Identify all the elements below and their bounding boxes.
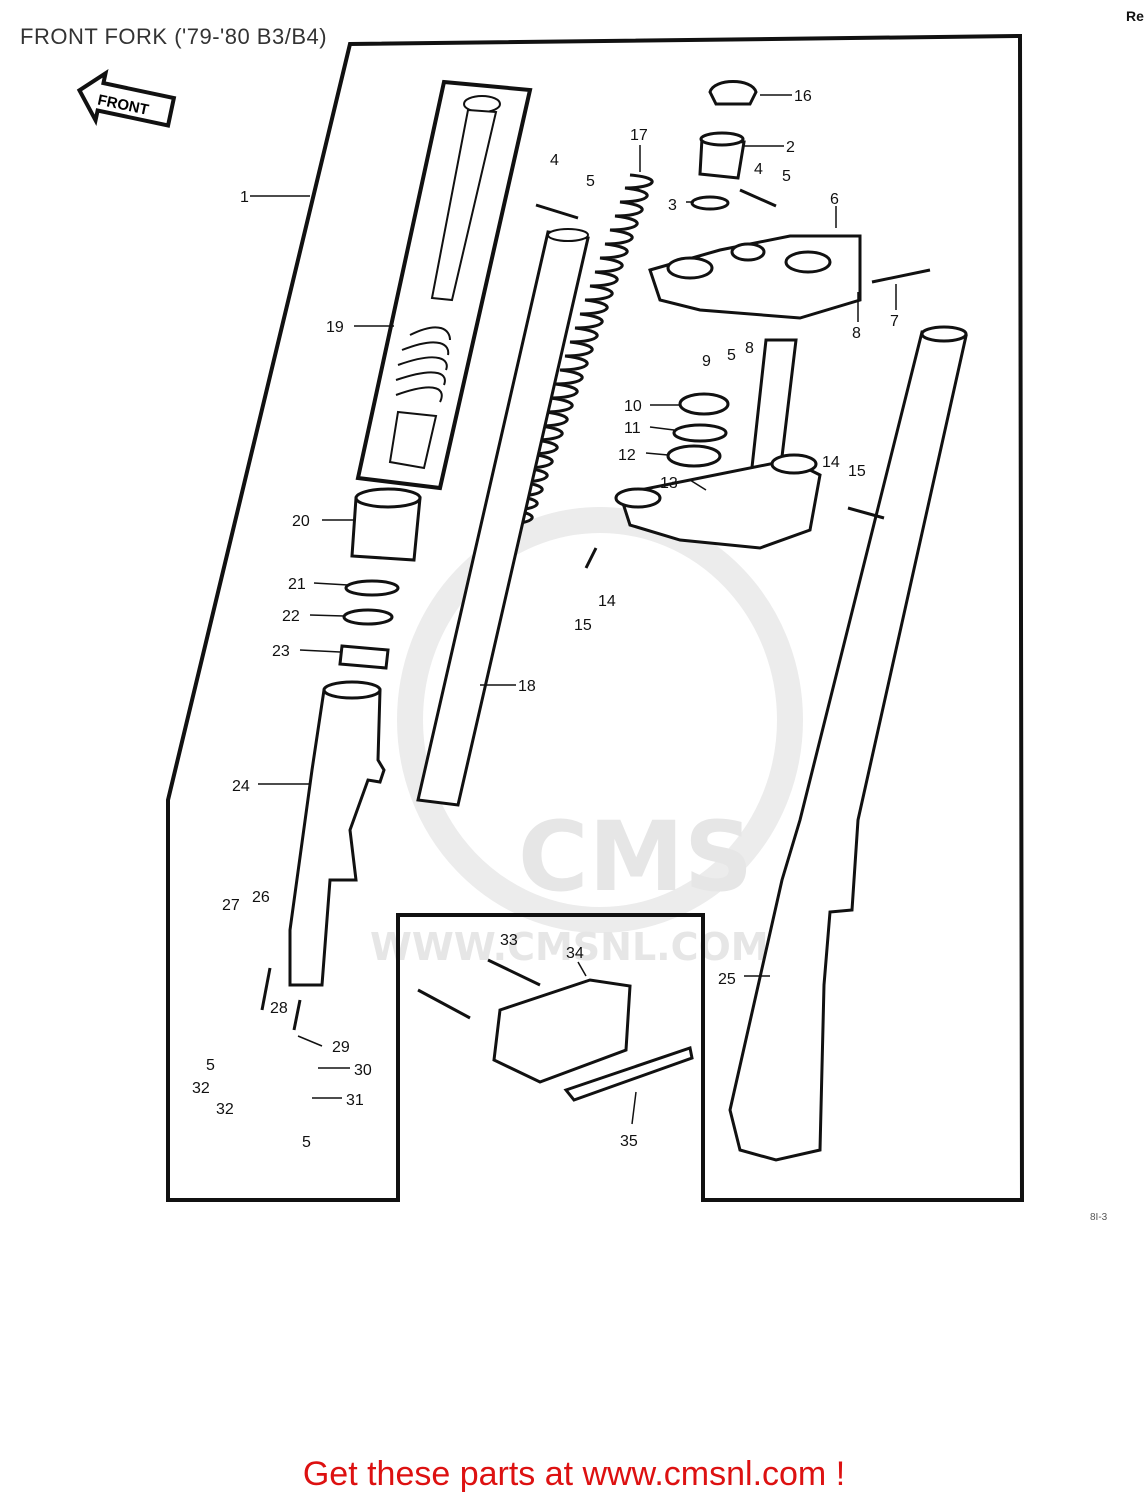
- callout-10: 10: [624, 398, 642, 415]
- callout-33: 33: [500, 932, 518, 949]
- callout-30: 30: [354, 1062, 372, 1079]
- callout-35: 35: [620, 1133, 638, 1150]
- callout-31: 31: [346, 1092, 364, 1109]
- cta-link[interactable]: Get these parts at www.cmsnl.com !: [302, 1455, 846, 1493]
- callout-26: 26: [252, 889, 270, 906]
- callout-18: 18: [518, 678, 536, 695]
- watermark: CMS WWW.CMSNL.COM: [370, 507, 803, 969]
- callout-12: 12: [618, 447, 636, 464]
- callout-9: 9: [702, 353, 711, 370]
- callout-5c: 5: [727, 347, 736, 364]
- callout-7: 7: [890, 313, 899, 330]
- fender-brace: [492, 978, 694, 1102]
- callout-8b: 8: [745, 340, 754, 357]
- corner-text: Re: [1126, 8, 1144, 24]
- callout-32a: 32: [192, 1080, 210, 1097]
- fork-caps: [690, 80, 758, 211]
- damper-box: [355, 79, 533, 491]
- corner-code: 8I-3: [1090, 1212, 1108, 1223]
- callout-29: 29: [332, 1039, 350, 1056]
- callout-27: 27: [222, 897, 240, 914]
- steering-stem: [614, 338, 822, 550]
- seal-parts: [338, 487, 422, 670]
- callout-5a: 5: [586, 173, 595, 190]
- callout-4b: 4: [754, 161, 763, 178]
- watermark-brand: CMS: [518, 801, 753, 913]
- callout-labels: 1 2 3 4 4 5 5 5 5 5 6 7 8 8 9 10 11 12 1…: [192, 88, 899, 1151]
- bolts: [260, 188, 931, 1031]
- callout-1: 1: [240, 189, 249, 206]
- callout-23: 23: [272, 643, 290, 660]
- callout-11: 11: [624, 420, 641, 437]
- callout-20: 20: [292, 513, 310, 530]
- callout-13: 13: [660, 475, 678, 492]
- callout-3: 3: [668, 197, 677, 214]
- callout-5e: 5: [302, 1134, 311, 1151]
- callout-5b: 5: [782, 168, 791, 185]
- callout-24: 24: [232, 778, 250, 795]
- callout-28: 28: [270, 1000, 288, 1017]
- outer-tube-left: [288, 688, 386, 987]
- callout-32b: 32: [216, 1101, 234, 1118]
- callout-25: 25: [718, 971, 736, 988]
- callout-5d: 5: [206, 1057, 215, 1074]
- callout-19: 19: [326, 319, 344, 336]
- leader-lines: [250, 94, 897, 1125]
- callout-14a: 14: [822, 454, 840, 471]
- callout-21: 21: [288, 576, 306, 593]
- assembly-outline: [166, 33, 1025, 1202]
- callout-14b: 14: [598, 593, 616, 610]
- callout-34: 34: [566, 945, 584, 962]
- callout-22: 22: [282, 608, 300, 625]
- front-arrow-icon: FRONT: [76, 69, 177, 128]
- callout-2: 2: [786, 139, 795, 156]
- callout-15a: 15: [848, 463, 866, 480]
- callout-17: 17: [630, 127, 648, 144]
- callout-15b: 15: [574, 617, 592, 634]
- callout-6: 6: [830, 191, 839, 208]
- fork-assembly-right: [728, 330, 968, 1162]
- callout-4a: 4: [550, 152, 559, 169]
- callout-8a: 8: [852, 325, 861, 342]
- callout-16: 16: [794, 88, 812, 105]
- damper-rod: [388, 95, 501, 470]
- page-title: FRONT FORK ('79-'80 B3/B4): [20, 24, 328, 49]
- upper-bracket: [648, 234, 862, 320]
